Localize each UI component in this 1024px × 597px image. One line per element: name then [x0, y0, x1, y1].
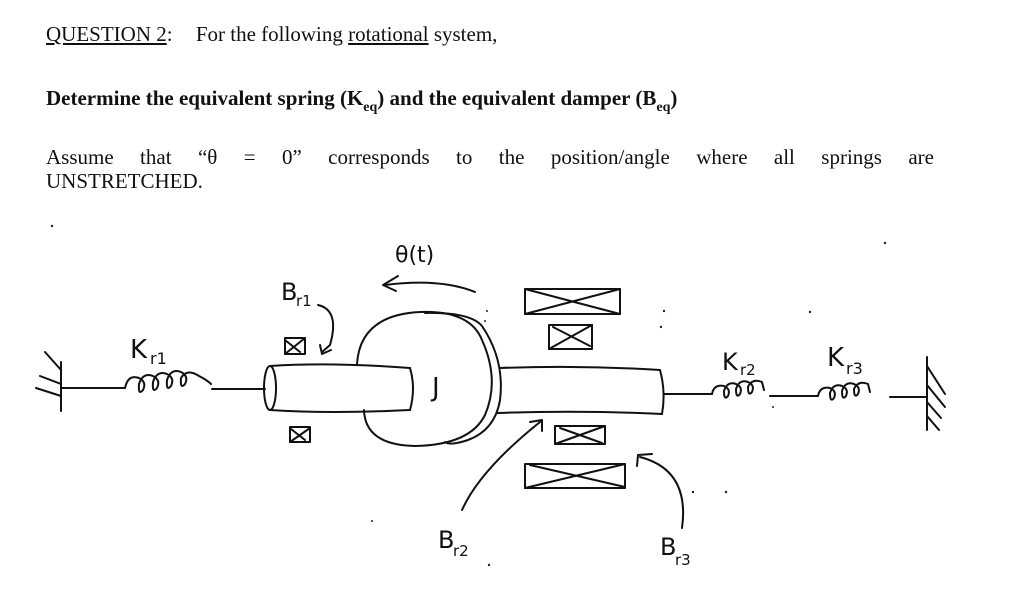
question-intro-suffix: system,	[428, 22, 498, 46]
damper-br2-top-icon	[548, 324, 593, 350]
left-shaft	[263, 363, 414, 413]
inertia-label: J	[430, 373, 440, 403]
task-statement: Determine the equivalent spring (Keq) an…	[46, 86, 678, 115]
damper-br2-bottom-icon	[554, 425, 606, 445]
br2-subscript: r2	[453, 542, 469, 560]
left-ground-icon	[35, 351, 62, 412]
task-text-2: ) and the equivalent damper (B	[377, 86, 657, 110]
kr1-label: K	[130, 335, 148, 365]
scan-specks	[50, 224, 887, 567]
theta-label: θ(t)	[395, 243, 434, 268]
assumption-line-1: Assume that “θ = 0” corresponds to the p…	[46, 145, 934, 169]
keq-subscript: eq	[363, 100, 378, 115]
question-intro-prefix: For the following	[195, 22, 349, 46]
theta-rotation-arrow	[384, 281, 476, 293]
kr1-subscript: r1	[150, 349, 167, 368]
damper-br1-bottom-icon	[289, 426, 311, 443]
br2-pointer-arrow	[461, 421, 541, 511]
kr3-label: K	[827, 343, 845, 373]
question-colon: :	[166, 22, 173, 46]
damper-br1-top-icon	[284, 337, 306, 355]
task-text-3: )	[670, 86, 678, 110]
assumption-line-2: UNSTRETCHED.	[46, 169, 203, 193]
right-shaft	[496, 365, 665, 415]
damper-br3-bottom-icon	[524, 463, 626, 489]
question-heading: QUESTION 2: For the following rotational…	[46, 22, 497, 46]
kr2-subscript: r2	[740, 361, 756, 379]
br3-label: B	[660, 533, 676, 561]
beq-subscript: eq	[656, 100, 671, 115]
kr2-label: K	[722, 348, 739, 376]
right-ground-icon	[926, 356, 946, 431]
assumption-paragraph: Assume that “θ = 0” corresponds to the p…	[46, 145, 934, 193]
br2-label: B	[438, 526, 454, 554]
question-number: QUESTION 2	[46, 22, 167, 46]
br3-subscript: r3	[675, 551, 691, 569]
inertia-disk	[356, 310, 502, 447]
br1-pointer-arrow	[317, 304, 334, 353]
br1-subscript: r1	[296, 292, 312, 310]
br3-pointer-arrow	[639, 456, 684, 529]
spring-kr2-icon	[711, 379, 765, 399]
question-intro-underlined: rotational	[348, 22, 429, 46]
br1-label: B	[281, 278, 297, 306]
kr3-subscript: r3	[846, 359, 863, 378]
spring-kr1-icon	[124, 370, 212, 393]
damper-br3-top-icon	[524, 288, 621, 315]
spring-kr3-icon	[817, 381, 871, 401]
task-text-1: Determine the equivalent spring (K	[46, 86, 364, 110]
